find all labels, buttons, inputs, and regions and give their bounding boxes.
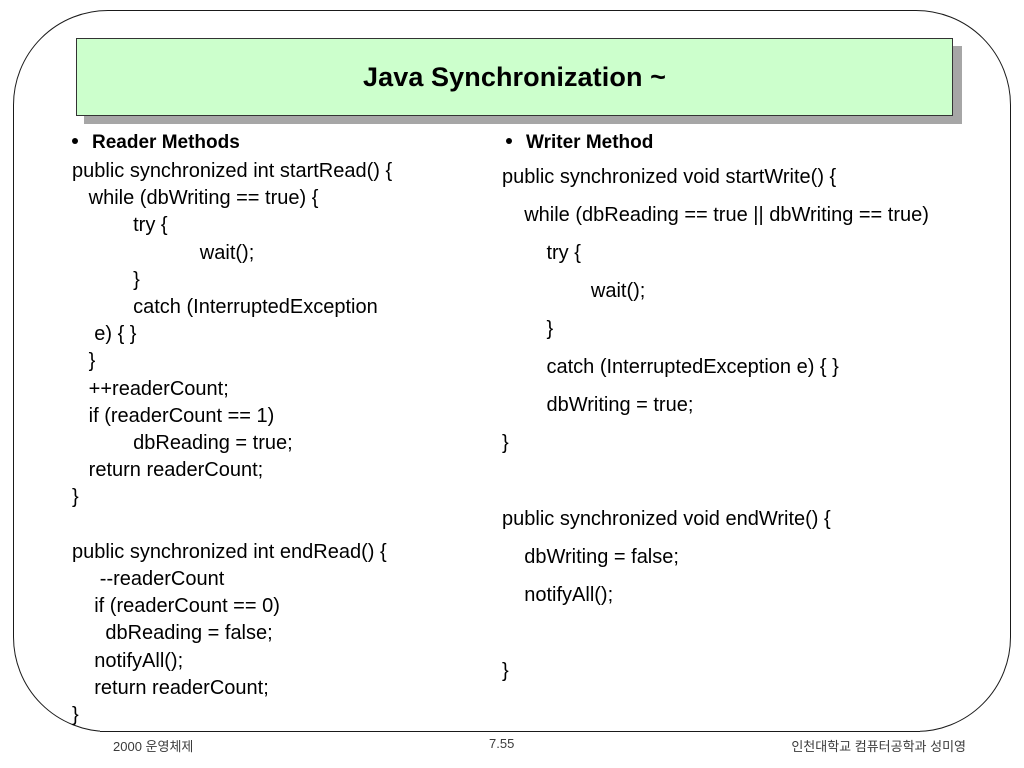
writer-method-column: Writer Method public synchronized void s… [502, 132, 1012, 690]
writer-method-heading-label: Writer Method [526, 132, 654, 153]
writer-method-heading: Writer Method [506, 132, 1012, 154]
code-line: } [72, 350, 96, 373]
code-line: public synchronized int startRead() { [72, 160, 393, 182]
code-line: catch (InterruptedException [72, 296, 378, 319]
footer-affiliation: 인천대학교 컴퓨터공학과 성미영 [791, 739, 966, 754]
code-line: } [72, 486, 79, 509]
slide-footer: 2000 운영체제 7.55 인천대학교 컴퓨터공학과 성미영 [0, 736, 1024, 768]
code-line: dbWriting = true; [502, 394, 694, 416]
code-line: wait(); [72, 241, 255, 264]
code-line: while (dbWriting == true) { [72, 187, 319, 210]
code-line: if (readerCount == 0) [72, 595, 280, 618]
code-line: catch (InterruptedException e) { } [502, 356, 839, 378]
code-line: } [72, 268, 140, 291]
code-line: public synchronized void startWrite() { [502, 166, 837, 188]
code-line: if (readerCount == 1) [72, 404, 275, 427]
reader-methods-code: public synchronized int startRead() { wh… [72, 158, 492, 729]
code-line: public synchronized void endWrite() { [502, 508, 831, 530]
bullet-dot-icon [506, 138, 512, 144]
footer-course-label: 2000 운영체제 [113, 739, 194, 754]
reader-methods-heading-label: Reader Methods [92, 132, 240, 153]
code-line: try { [72, 214, 168, 237]
code-line [502, 614, 1012, 652]
code-line: e) { } [72, 323, 137, 346]
code-line [72, 512, 492, 539]
code-line: ++readerCount; [72, 377, 229, 400]
code-line: } [72, 704, 79, 727]
code-line: } [502, 318, 554, 340]
reader-methods-heading: Reader Methods [72, 132, 492, 154]
code-line [502, 462, 1012, 500]
code-line: while (dbReading == true || dbWriting ==… [502, 204, 929, 226]
code-line: return readerCount; [72, 459, 264, 482]
bullet-dot-icon [72, 138, 78, 144]
code-line: } [502, 660, 509, 682]
code-line: public synchronized int endRead() { [72, 540, 387, 563]
code-line: wait(); [502, 280, 646, 302]
code-line: notifyAll(); [502, 584, 614, 606]
reader-methods-column: Reader Methods public synchronized int s… [72, 132, 492, 729]
code-line: --readerCount [72, 568, 225, 591]
page-title: Java Synchronization ~ [362, 61, 667, 92]
footer-divider [100, 731, 920, 732]
code-line: return readerCount; [72, 676, 269, 699]
footer-page-number: 7.55 [489, 736, 515, 751]
title-banner: Java Synchronization ~ [76, 38, 953, 116]
code-line: try { [502, 242, 581, 264]
writer-method-code: public synchronized void startWrite() { … [502, 158, 1012, 690]
code-line: dbReading = false; [72, 622, 273, 645]
code-line: dbReading = true; [72, 432, 293, 455]
code-line: } [502, 432, 509, 454]
code-line: dbWriting = false; [502, 546, 679, 568]
code-line: notifyAll(); [72, 649, 184, 672]
